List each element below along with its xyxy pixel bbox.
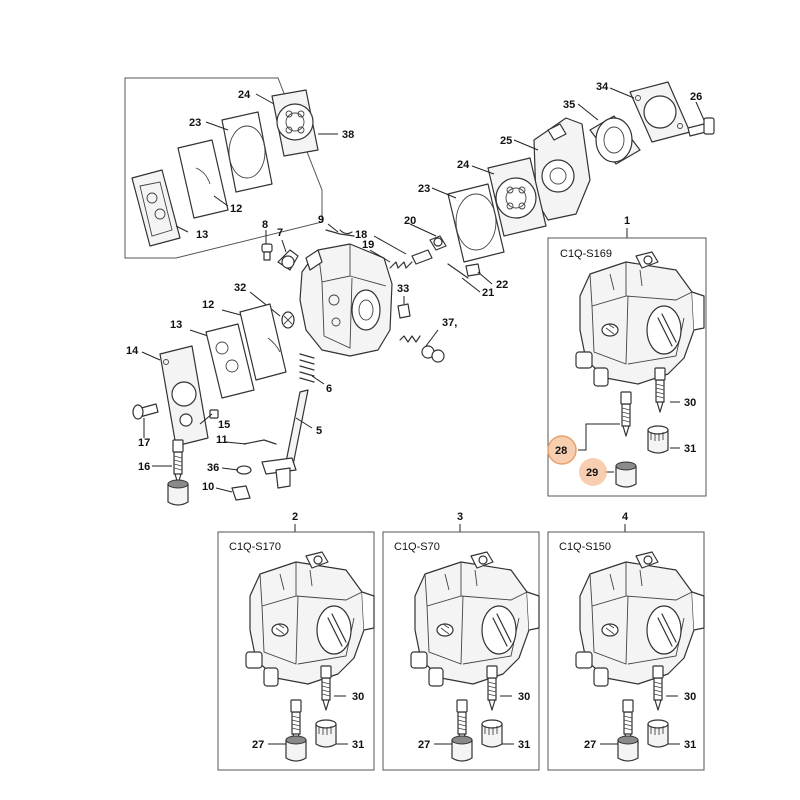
callout-37: 37, [442,317,457,329]
highlight-29 [579,458,607,486]
callout-1: 1 [624,215,630,227]
callout-8: 8 [262,219,268,231]
variant-box-3 [382,531,540,771]
variant-box-1 [547,237,707,497]
callout-38: 38 [342,129,354,141]
callout-11: 11 [216,434,228,446]
callout-27-box2: 27 [252,739,264,751]
callout-24-kit: 24 [238,89,251,101]
variant-label-3: C1Q-S70 [394,541,440,553]
callout-24-pump: 24 [457,159,470,171]
highlight-28 [548,436,576,464]
callout-16: 16 [138,461,150,473]
callout-33: 33 [397,283,409,295]
callout-3: 3 [457,511,463,523]
callout-27-box4: 27 [584,739,596,751]
callout-31-box2: 31 [352,739,364,751]
variant-label-1: C1Q-S169 [560,248,612,260]
callout-14: 14 [126,345,139,357]
callout-2: 2 [292,511,298,523]
callout-31-box3: 31 [518,739,530,751]
callout-13: 13 [170,319,182,331]
callout-31-box4: 31 [684,739,696,751]
callout-10: 10 [202,481,214,493]
callout-12-kit: 12 [230,203,242,215]
callout-12: 12 [202,299,214,311]
callout-35: 35 [563,99,575,111]
callout-7: 7 [277,227,283,239]
callout-30-box3: 30 [518,691,530,703]
callout-21: 21 [482,287,494,299]
callout-31-box1: 31 [684,443,696,455]
callout-6: 6 [326,383,332,395]
callout-30-box4: 30 [684,691,696,703]
callout-4: 4 [622,511,629,523]
callout-13-kit: 13 [196,229,208,241]
callout-5: 5 [316,425,322,437]
callout-36: 36 [207,462,219,474]
callout-22: 22 [496,279,508,291]
callout-28[interactable]: 28 [555,445,567,457]
callout-18: 18 [355,229,367,241]
kit-box-38 [124,77,323,259]
callout-30-box1: 30 [684,397,696,409]
variant-label-4: C1Q-S150 [559,541,611,553]
callout-20: 20 [404,215,416,227]
callout-32: 32 [234,282,246,294]
callout-23-kit: 23 [189,117,201,129]
callout-25: 25 [500,135,512,147]
callout-17: 17 [138,437,150,449]
callout-29[interactable]: 29 [586,467,598,479]
variant-label-2: C1Q-S170 [229,541,281,553]
variant-box-2 [217,531,375,771]
callout-27-box3: 27 [418,739,430,751]
callout-30-box2: 30 [352,691,364,703]
callout-34: 34 [596,81,609,93]
callout-19: 19 [362,239,374,251]
callout-15: 15 [218,419,230,431]
callout-9: 9 [318,214,324,226]
callout-26: 26 [690,91,702,103]
callout-23-pump: 23 [418,183,430,195]
variant-box-4 [547,531,705,771]
